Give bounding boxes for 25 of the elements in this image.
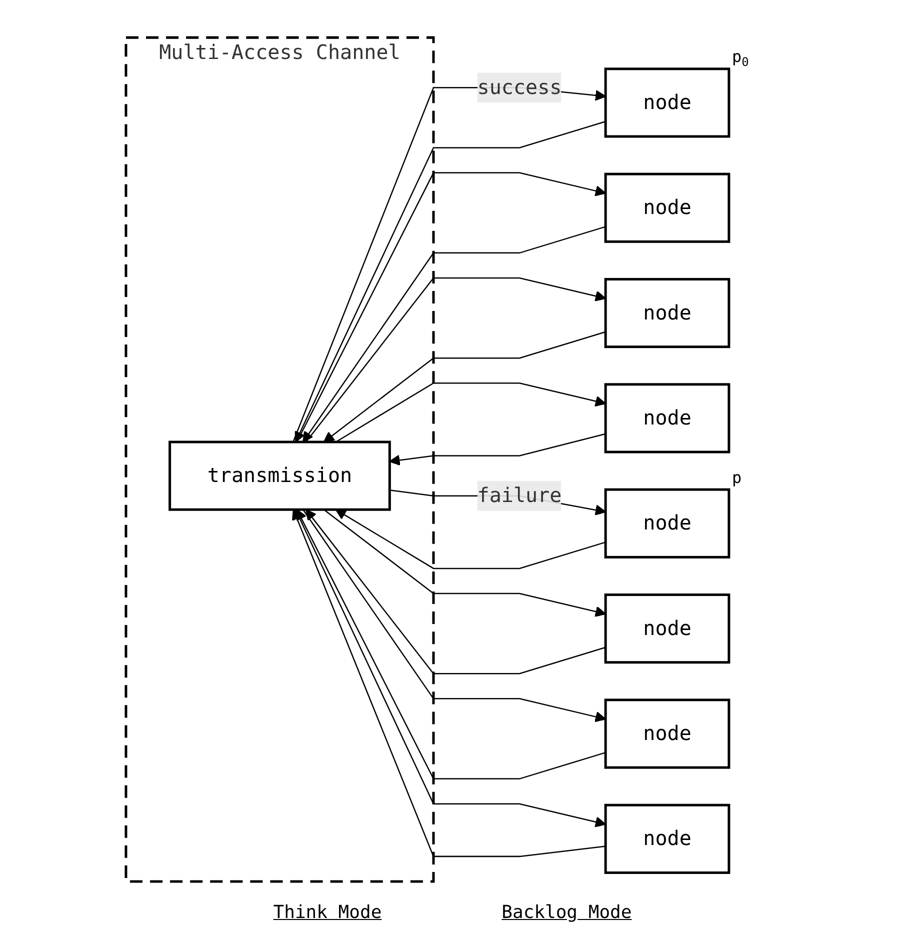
arrow — [306, 509, 606, 674]
mode-label: Think Mode — [273, 902, 382, 923]
arrow — [389, 433, 606, 466]
probability-label: p — [732, 468, 742, 488]
node-box: node — [604, 488, 730, 558]
node-box: node — [604, 172, 730, 243]
node-box: node — [604, 383, 730, 454]
arrow — [336, 382, 606, 443]
arrow — [302, 509, 606, 722]
arrow — [306, 277, 606, 442]
mode-label: Backlog Mode — [502, 902, 632, 923]
arrow — [335, 509, 606, 570]
arrow — [296, 509, 606, 780]
node-box: node — [604, 278, 730, 348]
probability-label: p$_{0}$ — [732, 46, 749, 72]
node-box: node — [604, 68, 730, 138]
node-box: node — [604, 698, 730, 769]
arrow — [323, 331, 606, 442]
arrow — [324, 509, 606, 617]
node-box: node — [604, 804, 730, 874]
edge-label: success — [477, 75, 562, 99]
node-box: node — [604, 594, 730, 664]
arrow — [302, 226, 606, 442]
edge-label: failure — [477, 483, 562, 508]
node-box: transmission — [168, 440, 391, 511]
